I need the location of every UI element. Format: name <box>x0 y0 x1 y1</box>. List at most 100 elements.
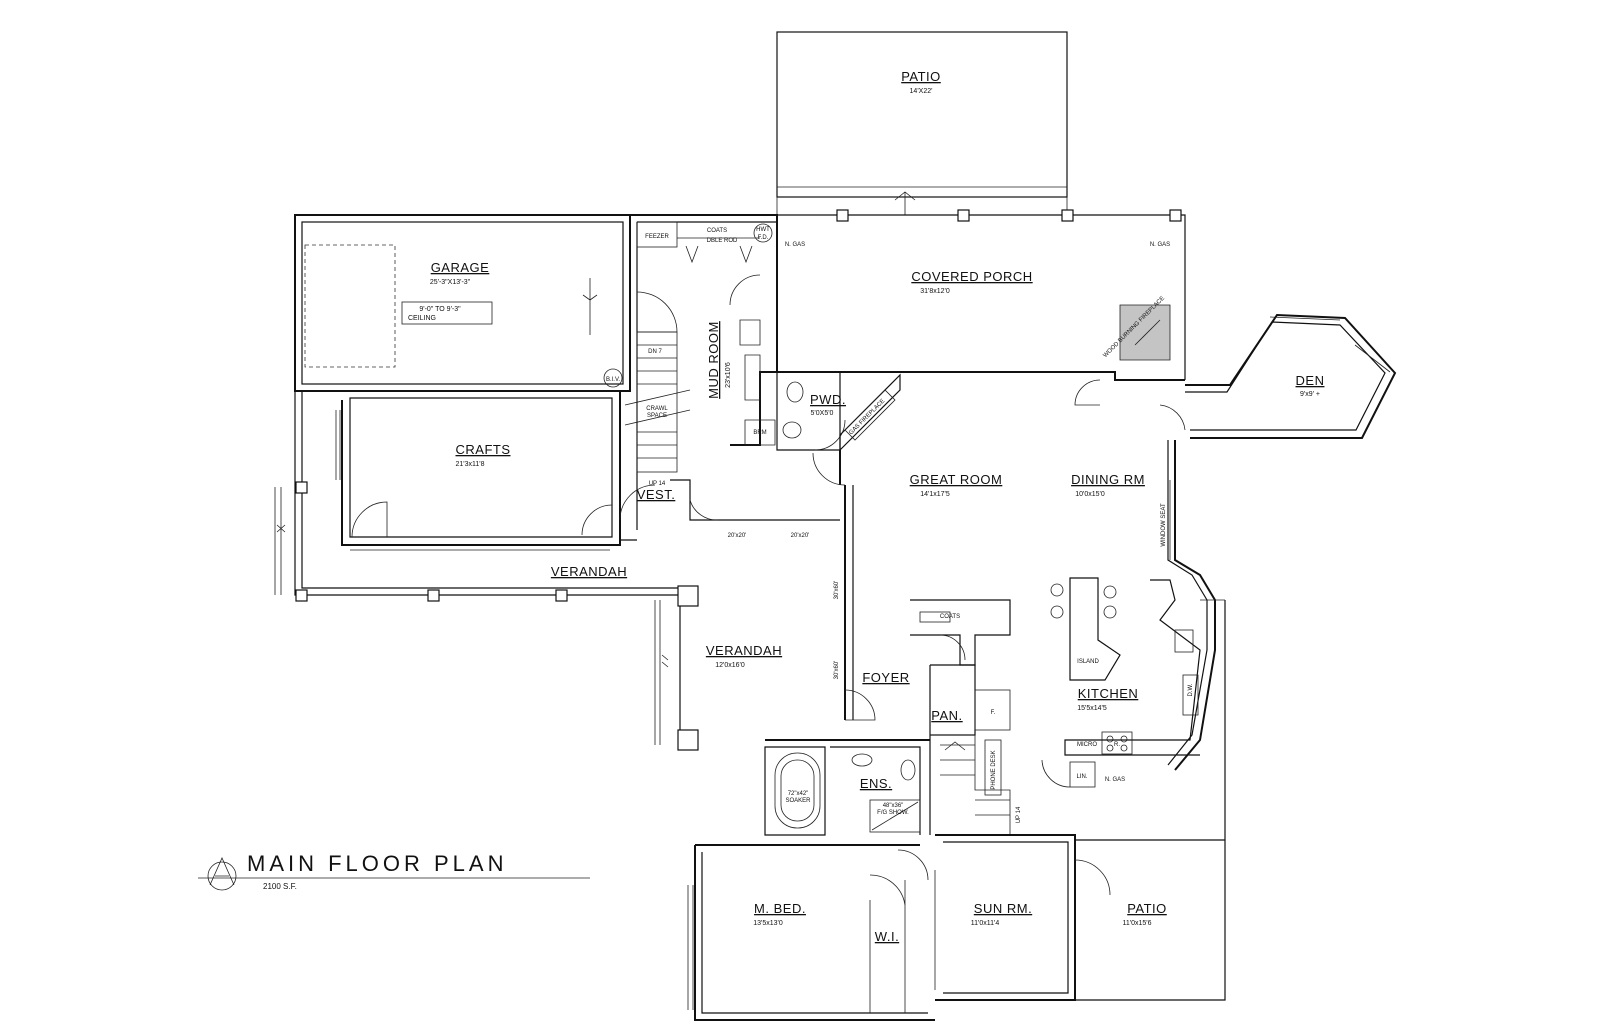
covered-porch-dim: 31'8x12'0 <box>920 288 950 295</box>
crafts-label: CRAFTS <box>456 442 511 457</box>
great-room-label: GREAT ROOM <box>910 472 1003 487</box>
stairs-up-note-2: UP 14 <box>1016 806 1022 823</box>
linen-closet <box>1041 759 1096 788</box>
title-block <box>198 857 590 891</box>
post-1 <box>295 481 308 494</box>
verandah-left-outline <box>274 391 681 745</box>
master-bed-dim: 13'5x13'0 <box>753 920 783 927</box>
walk-in-label: W.I. <box>875 929 899 944</box>
patio-top-dim: 14'X22' <box>910 88 933 95</box>
pwd-dim: 5'0X5'0 <box>811 410 834 417</box>
post-3 <box>427 589 440 602</box>
verandah-dim: 12'0x16'0 <box>715 662 745 669</box>
garage-ceiling-note: 9'-0" TO 9'-3" <box>419 306 461 313</box>
foyer-label: FOYER <box>862 670 909 685</box>
soaker-size-note: 72"x42" <box>788 791 809 797</box>
window-note-2: 20'x20' <box>791 533 810 539</box>
kitchen-counter <box>1064 579 1201 756</box>
gas-fireplace-note: GAS FIREPLACE <box>848 398 886 436</box>
mud-room-dim: 23'x10'6 <box>725 362 732 388</box>
post-4 <box>555 589 568 602</box>
kitchen-dim: 15'5x14'5 <box>1077 705 1107 712</box>
gas-note-3: N. GAS <box>1105 777 1125 783</box>
den-dim: 9'x9' + <box>1300 391 1320 398</box>
dining-label: DINING RM <box>1071 472 1145 487</box>
foyer-closet <box>844 599 1011 721</box>
great-room-dim: 14'1x17'5 <box>920 491 950 498</box>
mud-room-outline <box>619 214 840 541</box>
island-note: ISLAND <box>1077 659 1099 665</box>
pantry-stairs <box>929 664 1011 835</box>
den-label: DEN <box>1296 373 1325 388</box>
broom-note: BRM <box>753 430 766 436</box>
gas-fireplace <box>839 373 901 452</box>
stairs-down-note: DN 7 <box>648 349 662 355</box>
pantry-label: PAN. <box>931 708 962 723</box>
porch-post-4 <box>1169 209 1182 222</box>
stairs-up-note: UP 14 <box>649 481 666 487</box>
double-rod-note: DBLE ROD <box>707 238 738 244</box>
verandah-left-label: VERANDAH <box>551 564 627 579</box>
dishwasher-note: D.W. <box>1188 683 1194 696</box>
porch-post-3 <box>1061 209 1074 222</box>
porch-post-2 <box>957 209 970 222</box>
plan-title: MAIN FLOOR PLAN <box>247 851 507 876</box>
patio-right-label: PATIO <box>1127 901 1167 916</box>
pwd-label: PWD. <box>810 392 846 407</box>
garage-dim: 25'-3"X13'-3" <box>430 279 471 286</box>
patio-top-label: PATIO <box>901 69 941 84</box>
master-bed-outline <box>687 844 935 1021</box>
range-note: R. <box>1114 742 1120 748</box>
sun-room-label: SUN RM. <box>974 901 1032 916</box>
coats-note-2: COATS <box>940 614 960 620</box>
kitchen-label: KITCHEN <box>1078 686 1139 701</box>
master-bed-label: M. BED. <box>754 901 806 916</box>
window-note-4: 30'x60' <box>834 661 840 680</box>
dining-dim: 10'0x15'0 <box>1075 491 1105 498</box>
crawl-space-note: CRAWL <box>646 406 668 412</box>
coats-note: COATS <box>707 228 727 234</box>
linen-note: LIN. <box>1076 774 1087 780</box>
garage-outline <box>294 214 631 392</box>
garage-label: GARAGE <box>431 260 490 275</box>
microwave-note: MICRO <box>1077 742 1097 748</box>
plan-area: 2100 S.F. <box>263 882 297 891</box>
ensuite-label: ENS. <box>860 776 892 791</box>
vest-label: VEST. <box>637 487 676 502</box>
sun-room-outline <box>934 834 1076 1001</box>
post-5 <box>677 585 699 607</box>
great-room-outline <box>812 379 1216 771</box>
window-note-3: 30'x60' <box>834 581 840 600</box>
garage-ceiling-note2: CEILING <box>408 315 436 322</box>
shower-size-note: 48"x36" <box>883 803 904 809</box>
gas-note-1: N. GAS <box>785 242 805 248</box>
window-note-1: 20'x20' <box>728 533 747 539</box>
porch-post-1 <box>836 209 849 222</box>
shower-note: F/G SHOW. <box>877 810 909 816</box>
biv-note: B.I.V. <box>606 377 620 383</box>
post-2 <box>295 589 308 602</box>
ensuite-outline <box>764 739 930 836</box>
crafts-dim: 21'3x11'8 <box>455 461 484 468</box>
crawl-space-note2: SPACE <box>647 413 667 419</box>
post-6 <box>677 729 699 751</box>
window-seat-note: WINDOW SEAT <box>1161 503 1167 547</box>
patio-right-dim: 11'0x15'6 <box>1122 920 1151 927</box>
crafts-outline <box>295 390 621 546</box>
soaker-note: SOAKER <box>785 798 811 804</box>
patio-right-outline <box>1074 599 1226 1001</box>
mud-room-label: MUD ROOM <box>706 321 721 399</box>
sun-room-dim: 11'0x11'4 <box>971 920 1000 927</box>
patio-top-outline <box>776 31 1068 215</box>
gas-note-2: N. GAS <box>1150 242 1170 248</box>
phone-desk-note: PHONE DESK <box>991 750 997 789</box>
covered-porch-outline <box>777 214 1186 381</box>
floor-drain-note: F.D. <box>758 235 769 241</box>
verandah-label: VERANDAH <box>706 643 782 658</box>
freezer-note: FEEZER <box>645 234 669 240</box>
hwt-note: HWT <box>756 227 770 233</box>
fridge-note: F. <box>991 710 996 716</box>
kitchen-island <box>1050 577 1121 681</box>
covered-porch-label: COVERED PORCH <box>911 269 1032 284</box>
